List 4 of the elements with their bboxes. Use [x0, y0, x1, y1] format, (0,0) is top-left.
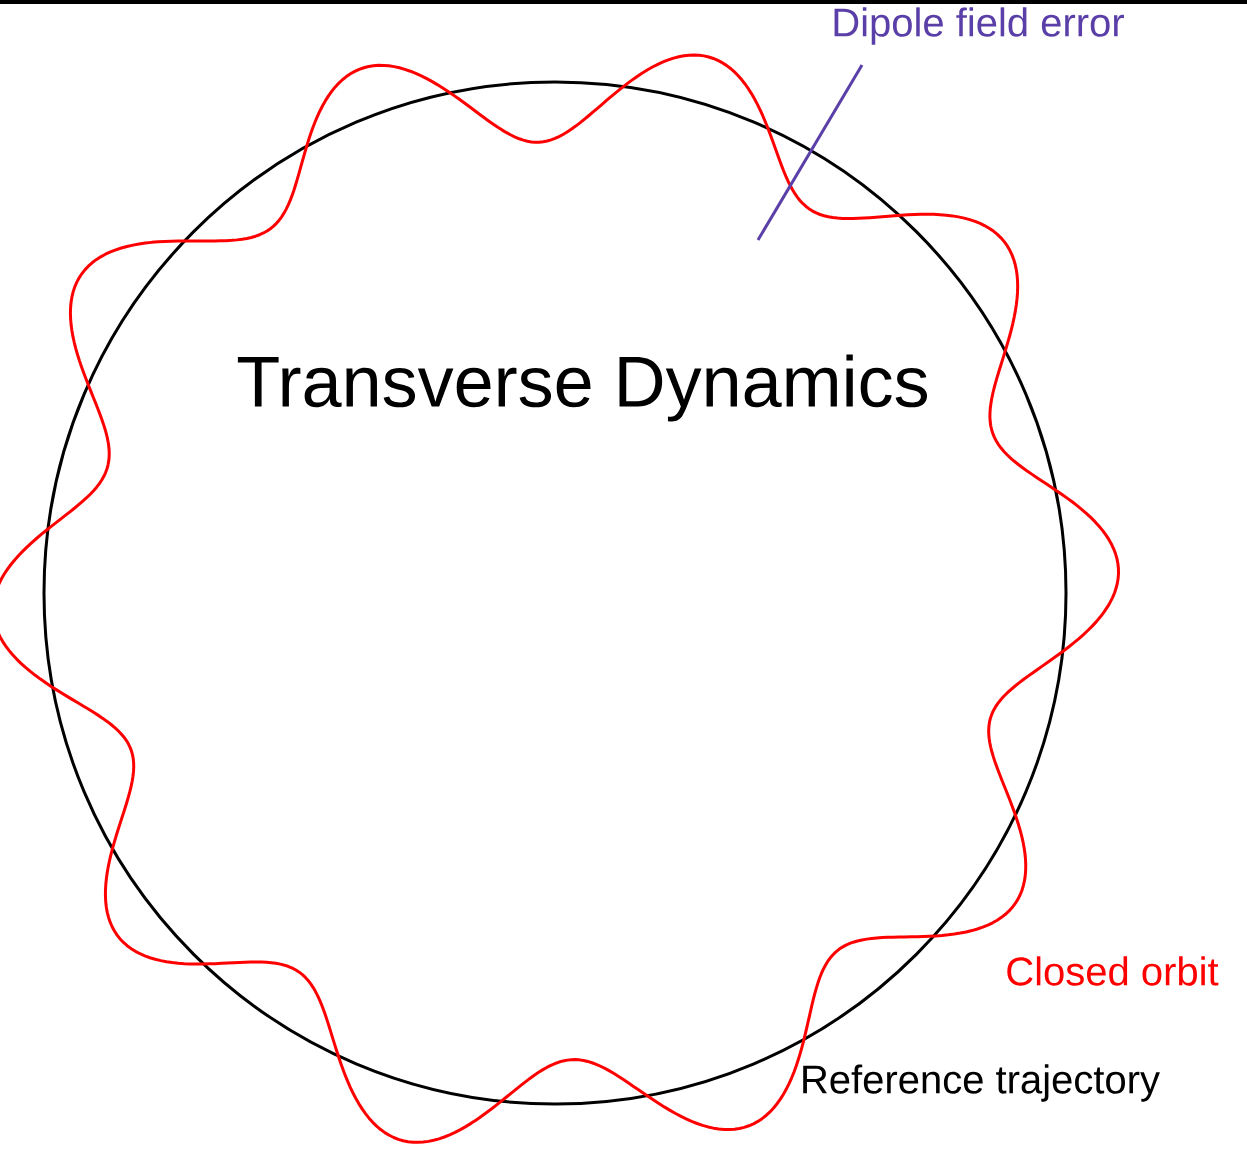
dipole-field-error-label: Dipole field error — [834, 7, 1124, 45]
closed-orbit-label: Closed orbit — [1007, 956, 1219, 986]
title: Transverse Dynamics — [237, 354, 927, 422]
reference-trajectory-label: Reference trajectory — [803, 1064, 1160, 1102]
